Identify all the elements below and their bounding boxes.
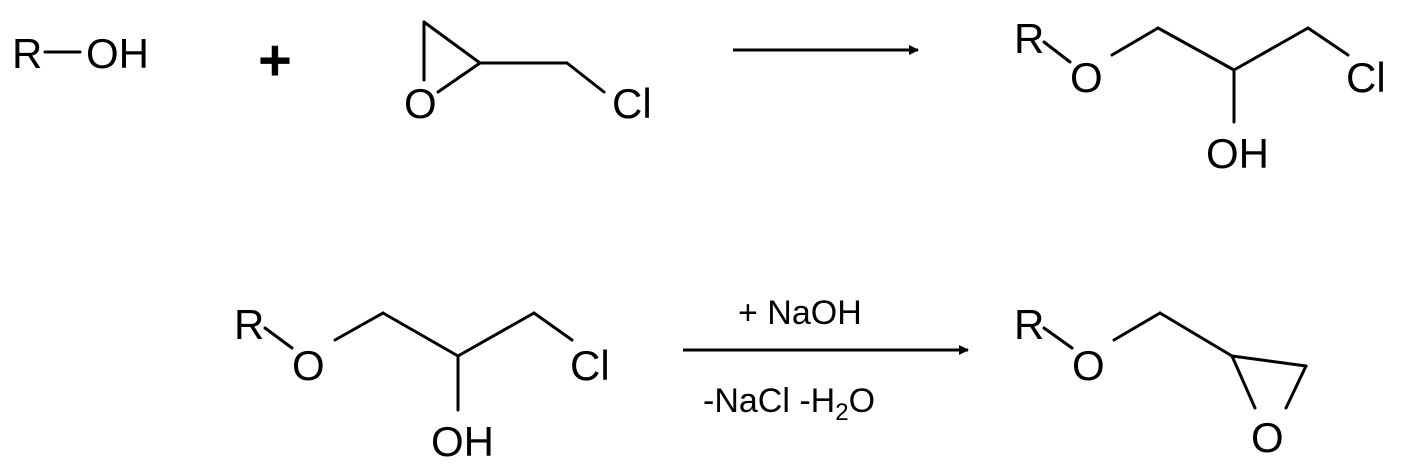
plus-sign: + [258, 28, 292, 93]
ether-oxygen-label: O [1072, 342, 1105, 389]
reaction-1: R OH + O Cl R O Cl OH [12, 15, 1386, 177]
r-o-bond [1042, 40, 1072, 64]
conditions-below-prefix: -NaCl -H [703, 382, 835, 420]
epoxide-oxygen-label: O [404, 80, 437, 127]
ch2-ch-bond [381, 311, 460, 358]
hydroxyl-label: OH [431, 418, 494, 465]
conditions-below-suffix: O [849, 382, 875, 420]
ch2-ch-bond [1158, 311, 1234, 358]
r-group-label: R [12, 30, 42, 77]
epichlorohydrin-reactant: O Cl [404, 20, 652, 127]
c-cl-bond [565, 61, 606, 94]
chlorine-label: Cl [612, 80, 652, 127]
conditions-above: + NaOH [738, 294, 862, 332]
epoxide-bond-top [1230, 354, 1308, 368]
epoxide-bond-top [422, 20, 482, 65]
ch-ch2-bond [1232, 26, 1310, 72]
r-o-bond [263, 326, 294, 350]
r-o-bond [1042, 326, 1074, 350]
chlorine-label: Cl [570, 342, 610, 389]
o-ch2-bond [1112, 311, 1162, 342]
r-group-label: R [234, 301, 264, 348]
chlorohydrin-product: R O Cl OH [1014, 15, 1386, 177]
epoxide-bond-left [1230, 354, 1257, 410]
o-ch2-bond [333, 311, 385, 342]
chlorohydrin-reactant: R O Cl OH [234, 301, 610, 465]
c-cl-bond [532, 311, 574, 342]
ether-oxygen-label: O [1070, 54, 1103, 101]
epoxide-bond-o [436, 61, 482, 94]
ch-ch2-bond [456, 311, 536, 358]
chlorine-label: Cl [1346, 54, 1386, 101]
hydroxyl-label: OH [1206, 130, 1269, 177]
ether-oxygen-label: O [292, 342, 325, 389]
ch2-ch-bond [1156, 26, 1236, 72]
c-cl-bond [1306, 26, 1350, 57]
glycidyl-ether-product: R O O [1014, 301, 1308, 461]
reaction-2: R O Cl OH + NaOH -NaCl -H2O R O O [234, 294, 1308, 465]
alcohol-reactant: R OH [12, 30, 149, 77]
epoxide-bond-right [1284, 364, 1308, 410]
r-group-label: R [1014, 15, 1044, 62]
o-ch2-bond [1110, 26, 1160, 57]
conditions-below-subscript: 2 [835, 399, 848, 426]
r-group-label: R [1014, 301, 1044, 348]
epoxide-oxygen-label: O [1251, 414, 1284, 461]
hydroxyl-label: OH [86, 30, 149, 77]
conditions-below: -NaCl -H2O [703, 382, 875, 426]
